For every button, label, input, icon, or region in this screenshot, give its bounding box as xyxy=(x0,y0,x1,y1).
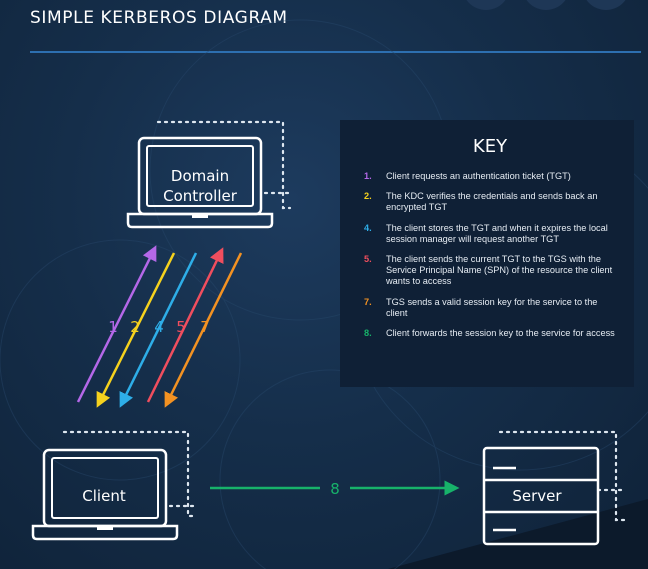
key-item: 2. The KDC verifies the credentials and s… xyxy=(364,191,616,213)
arrow-1-up xyxy=(76,245,157,403)
arrow-labels: 1 2 4 5 7 xyxy=(108,318,210,336)
key-item: 5. The client sends the current TGT to th… xyxy=(364,254,616,288)
domain-controller-label-line2: Controller xyxy=(163,187,238,205)
client-server-arrow: 8 xyxy=(210,480,460,498)
corner-shape xyxy=(388,499,648,569)
key-item-text: Client forwards the session key to the s… xyxy=(386,328,615,339)
key-item-text: Client requests an authentication ticket… xyxy=(386,171,571,181)
arrow-label-1: 1 xyxy=(108,318,118,336)
key-title: KEY xyxy=(472,136,508,157)
client-node: Client xyxy=(31,430,197,541)
key-item: 4. The client stores the TGT and when it … xyxy=(364,223,616,245)
arrow-5-up xyxy=(146,247,224,403)
arrow-label-2: 2 xyxy=(130,318,140,336)
key-item: 8. Client forwards the session key to the… xyxy=(364,328,616,339)
laptop-base xyxy=(31,524,179,541)
key-item-number: 2. xyxy=(364,191,372,202)
domain-controller-label-line1: Domain xyxy=(171,167,229,185)
dotted-connector xyxy=(156,120,292,210)
laptop-bezel xyxy=(146,145,254,207)
key-item-text: TGS sends a valid session key for the se… xyxy=(386,296,598,318)
key-item-number: 4. xyxy=(364,222,372,233)
title-divider xyxy=(30,51,641,53)
kerberos-message-arrows xyxy=(76,245,243,408)
arrow-label-4: 4 xyxy=(154,318,164,336)
client-label: Client xyxy=(82,487,126,505)
server-label: Server xyxy=(512,487,562,505)
key-item-number: 8. xyxy=(364,328,372,339)
arrow-2-down xyxy=(96,252,176,408)
top-circle-decoration xyxy=(522,0,570,10)
dotted-connector xyxy=(498,430,626,522)
arrow-4-down xyxy=(119,252,198,408)
key-item-number: 1. xyxy=(364,171,372,181)
key-item: 7. TGS sends a valid session key for the … xyxy=(364,297,616,319)
top-circle-decoration xyxy=(582,0,630,10)
arrow-label-7: 7 xyxy=(200,318,210,336)
laptop-bezel xyxy=(51,457,159,519)
key-panel: KEY 1. Client requests an authentication … xyxy=(340,120,634,387)
key-item-text: The client sends the current TGT to the … xyxy=(386,254,613,287)
laptop-notch xyxy=(192,214,208,218)
arrow-label-5: 5 xyxy=(176,318,186,336)
laptop-notch xyxy=(97,526,113,530)
key-item-text: The KDC verifies the credentials and sen… xyxy=(386,191,598,213)
key-item-number: 5. xyxy=(364,254,372,265)
server-node: Server xyxy=(482,430,626,546)
key-item-number: 7. xyxy=(364,296,372,307)
dotted-connector xyxy=(62,430,197,518)
top-circle-decoration xyxy=(462,0,510,10)
domain-controller-node: Domain Controller xyxy=(126,120,292,229)
laptop-base xyxy=(126,212,274,229)
arrow-label-8: 8 xyxy=(330,480,340,498)
page-title: SIMPLE KERBEROS DIAGRAM xyxy=(30,8,288,28)
key-item: 1. Client requests an authentication tick… xyxy=(364,171,616,182)
key-item-text: The client stores the TGT and when it ex… xyxy=(386,222,608,244)
arrow-7-down xyxy=(164,252,243,408)
server-body xyxy=(482,446,600,546)
key-list: 1. Client requests an authentication tick… xyxy=(364,171,616,339)
